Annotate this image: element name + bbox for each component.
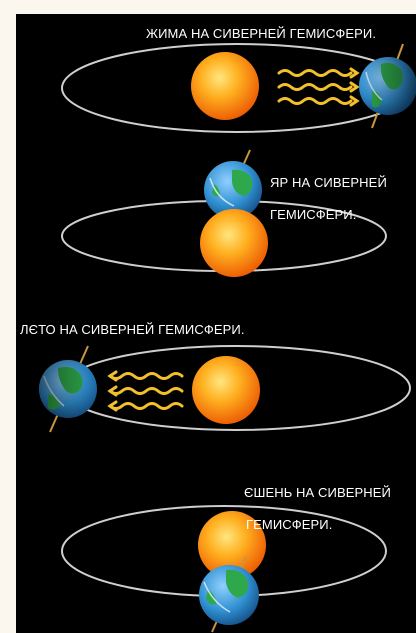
- label-summer: ЛЄТО НА СИВЕРНЕЙ ГЕМИСФЕРИ.: [20, 322, 245, 337]
- sun: [200, 209, 268, 277]
- panel-spring: [61, 149, 387, 277]
- earth: [359, 43, 416, 129]
- sun-rays: [277, 67, 360, 107]
- panel-autumn: [61, 505, 387, 633]
- panel-summer: [39, 345, 411, 433]
- earth: [199, 555, 259, 633]
- label-winter: ЖИМА НА СИВЕРНЕЙ ГЕМИСФЕРИ.: [146, 26, 377, 41]
- label-spring-line1: ЯР НА СИВЕРНЕЙ: [270, 175, 387, 190]
- earth: [204, 149, 262, 223]
- label-spring-line2: ГЕМИСФЕРИ.: [270, 207, 357, 222]
- sun: [192, 356, 260, 424]
- panel-winter: [61, 43, 416, 133]
- label-autumn-line1: ЄШЕНЬ НА СИВЕРНЕЙ: [244, 485, 391, 500]
- earth: [39, 345, 97, 433]
- sun: [191, 52, 259, 120]
- label-autumn-line2: ГЕМИСФЕРИ.: [246, 517, 333, 532]
- sun-rays: [107, 370, 184, 412]
- sun: [198, 511, 266, 579]
